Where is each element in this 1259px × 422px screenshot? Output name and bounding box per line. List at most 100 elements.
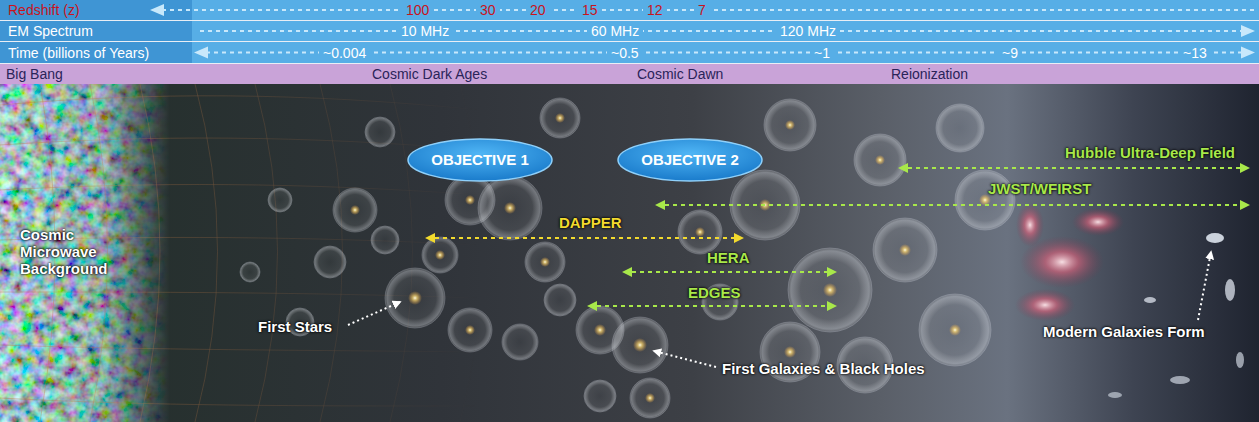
bubble [955,170,1015,230]
region-label: Cosmic Microwave Background [20,226,120,277]
star [594,324,606,336]
scale-value: 60 MHz [587,23,643,39]
band-title: Time (billions of Years) [4,45,153,61]
space-background [0,84,1259,422]
star [408,291,422,305]
spacetime-grid [0,84,483,422]
leader-line [1198,252,1211,320]
galaxy [1108,392,1122,398]
timeline-band: EM Spectrum 10 MHz 60 MHz 120 MHz [0,21,1259,41]
band-title: Redshift (z) [4,2,84,18]
range-arrow [900,167,1248,169]
scale-value: 30 [476,2,500,18]
bubble [240,262,260,282]
range-arrow [589,305,835,307]
star [899,244,911,256]
star [555,113,565,123]
band-ground [0,21,1259,41]
band-ground [0,64,1259,84]
instrument-label: EDGES [688,284,741,301]
bubble [788,248,872,332]
star [949,324,961,336]
galaxy [1144,297,1156,303]
timeline-band: Redshift (z)100302015127 [0,0,1259,20]
objective-oval: OBJECTIVE 2 [617,138,763,182]
scale-value: 12 [643,2,667,18]
bubble [873,218,937,282]
galaxy [1170,376,1190,384]
instrument-label: HERA [707,249,750,266]
leader-line [348,302,400,325]
bubble [333,188,377,232]
band-title: EM Spectrum [4,23,97,39]
grid-line [195,84,218,422]
axis-head [194,47,208,59]
range-arrow [427,237,742,239]
era-label: Cosmic Dawn [633,66,727,82]
bubble [678,210,722,254]
star [465,325,475,335]
bubble [385,268,445,328]
scale-value: ~0.004 [319,45,370,61]
range-arrow [624,271,835,273]
oval-shape [618,139,762,181]
bubble [314,246,346,278]
timeline-band: Time (billions of Years)~0.004~0.5~1~9~1… [0,42,1259,63]
star [695,227,705,237]
bubble [422,237,458,273]
instrument-label: DAPPER [559,214,622,231]
bubble [936,104,984,152]
scale-value: ~1 [810,45,834,61]
leader-line [654,351,716,367]
star [540,257,550,267]
galaxy [1072,208,1124,236]
bubble [448,308,492,352]
oval-shape [408,139,552,181]
objective-label: OBJECTIVE 1 [429,138,531,182]
modern-galaxies [1015,203,1244,398]
bubble [919,294,991,366]
grid-line [0,138,480,150]
star [784,346,796,358]
galaxy [1236,352,1244,368]
band-label-cell [0,21,192,41]
axis-line [200,30,1243,32]
ionized-bubbles [240,98,1015,418]
timeline-band: Big BangCosmic Dark AgesCosmic DawnReion… [0,64,1259,84]
star [875,155,885,165]
scale-value: ~9 [998,45,1022,61]
grid-line [0,185,480,195]
axis-head [1241,25,1255,37]
galaxy [1015,289,1075,321]
star [633,338,647,352]
star [645,393,655,403]
scale-value: 10 MHz [397,23,453,39]
bubble [764,99,816,151]
band-ground [0,0,1259,20]
callout-label: Modern Galaxies Form [1043,323,1205,340]
range-arrow [657,204,1248,206]
star [823,283,837,297]
grid-line [255,84,278,422]
bubble [478,176,542,240]
objective-label: OBJECTIVE 2 [639,138,741,182]
objective-oval: OBJECTIVE 1 [407,138,553,182]
bubble [612,317,668,373]
bubble [268,188,292,212]
band-label-cell [0,42,192,63]
scale-value: 120 MHz [776,23,840,39]
bubble [630,378,670,418]
scale-value: 7 [694,2,710,18]
first-stars [350,113,991,403]
grid-line [140,84,160,422]
bubble [544,284,576,316]
band-ground [0,42,1259,63]
grid-line [460,84,483,422]
scale-value: ~0.5 [607,45,643,61]
grid-line [0,398,480,406]
scale-value: 20 [526,2,550,18]
scale-value: 15 [578,2,602,18]
galaxy [1206,233,1224,243]
